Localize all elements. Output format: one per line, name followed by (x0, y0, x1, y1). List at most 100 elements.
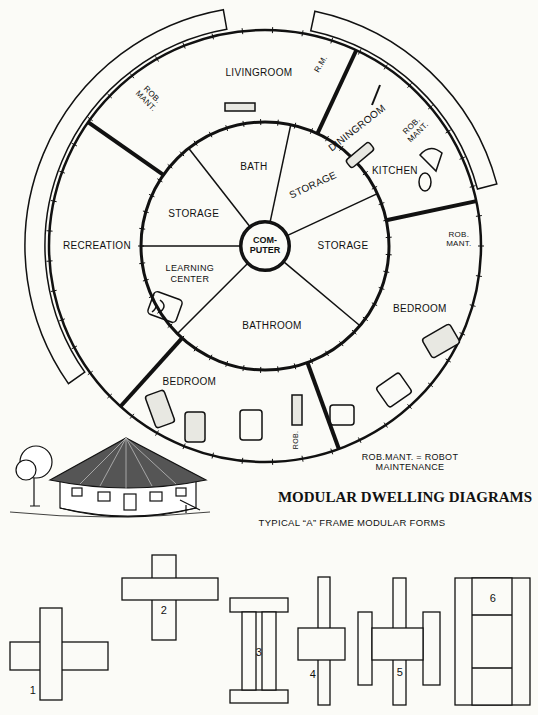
wall-tick (157, 179, 162, 182)
wall-tick (156, 56, 159, 61)
wall-tick (149, 194, 154, 196)
wall-tick (47, 230, 53, 231)
wall-tick (107, 394, 111, 398)
room-label: STORAGE (288, 169, 339, 201)
wall-tick (476, 215, 482, 217)
wall-tick (302, 30, 303, 36)
wall-tick (310, 358, 312, 364)
wall-tick (59, 171, 65, 173)
wall-tick (460, 157, 465, 159)
wall-tick (326, 136, 329, 141)
wall-tick (242, 28, 244, 34)
subtitle: TYPICAL “A” FRAME MODULAR FORMS (259, 518, 446, 529)
wall-tick (209, 132, 212, 137)
wall-tick (331, 38, 333, 44)
wall-tick (272, 459, 273, 465)
wall-tick (226, 125, 228, 131)
callout-number: 2 (161, 604, 167, 617)
sector-wall (288, 194, 378, 236)
wall-tick (180, 336, 184, 340)
outer-wall (49, 30, 481, 462)
room-label: ROB. MANT. (442, 230, 476, 248)
wall-tick (352, 330, 356, 334)
room-label: R.M. (312, 54, 329, 74)
wall-tick (358, 437, 361, 442)
wall-tick (194, 346, 197, 351)
wall-tick (212, 453, 213, 459)
wall-tick (51, 290, 57, 291)
wall-tick (168, 324, 173, 328)
furniture (145, 85, 461, 442)
room-label: BEDROOM (162, 377, 216, 389)
room-label: ROB. MANT. (131, 79, 168, 116)
wall-tick (243, 121, 244, 127)
wall-tick (277, 120, 279, 126)
wall-tick (446, 130, 451, 133)
wall-tick (59, 319, 65, 321)
wall-tick (372, 186, 377, 189)
wall-tick (180, 152, 184, 156)
wall-tick (358, 49, 361, 54)
room-wall (386, 201, 476, 220)
sector-wall (141, 245, 240, 247)
wall-tick (331, 449, 333, 455)
legend-note: ROB.MANT. = ROBOT MAINTENANCE (344, 452, 476, 473)
wall-tick (143, 279, 149, 281)
callout-number: 6 (490, 592, 496, 605)
wall-tick (302, 456, 303, 462)
wall-tick (139, 262, 145, 264)
wall-tick (168, 164, 173, 168)
wall-tick (460, 333, 465, 335)
wall-tick (446, 359, 451, 362)
room-label: BATH (240, 161, 267, 173)
wall-tick (212, 34, 213, 40)
wall-tick (428, 383, 433, 387)
room-label: DININGROOM (327, 102, 389, 154)
wall-tick (156, 430, 159, 435)
wall-tick (272, 27, 273, 33)
wall-tick (310, 128, 312, 134)
wall-tick (408, 404, 412, 408)
wall-tick (183, 43, 185, 49)
outer-band (311, 11, 497, 189)
wall-tick (209, 355, 212, 360)
callout-number: 5 (397, 666, 403, 679)
wall-tick (470, 186, 476, 188)
room-walls (88, 50, 476, 449)
callout-number: 1 (30, 684, 36, 697)
room-label: LEARNING CENTER (160, 263, 220, 284)
wall-tick (408, 83, 412, 87)
wall-tick (386, 237, 392, 238)
wall-tick (183, 443, 185, 449)
wall-tick (143, 211, 149, 213)
room-label: LIVINGROOM (226, 67, 293, 79)
room-label: STORAGE (318, 240, 369, 252)
room-wall (88, 122, 163, 175)
room-label: ROB. MANT. (396, 110, 433, 147)
wall-tick (243, 365, 244, 371)
node-text: COM- PUTER (247, 236, 283, 256)
wall-tick (88, 117, 93, 121)
room-label: ROB. (292, 430, 300, 448)
wall-tick (277, 366, 279, 372)
wall-tick (72, 346, 77, 349)
callout-number: 3 (256, 646, 262, 659)
room-label: STORAGE (168, 209, 219, 221)
wall-tick (363, 171, 368, 175)
wall-tick (339, 341, 343, 346)
room-label: RECREATION (63, 240, 131, 252)
room-label: KITCHEN (372, 165, 418, 177)
wall-tick (383, 271, 389, 272)
wall-tick (51, 200, 57, 201)
wall-tick (372, 303, 377, 306)
wall-tick (476, 275, 482, 277)
wall-tick (242, 458, 244, 464)
wall-tick (363, 317, 368, 321)
wall-tick (428, 105, 433, 109)
wall-tick (72, 143, 77, 146)
wall-tick (107, 94, 111, 98)
modular-forms (10, 555, 530, 705)
diagram-title: MODULAR DWELLING DIAGRAMS (278, 489, 532, 506)
callout-number: 4 (310, 668, 316, 681)
